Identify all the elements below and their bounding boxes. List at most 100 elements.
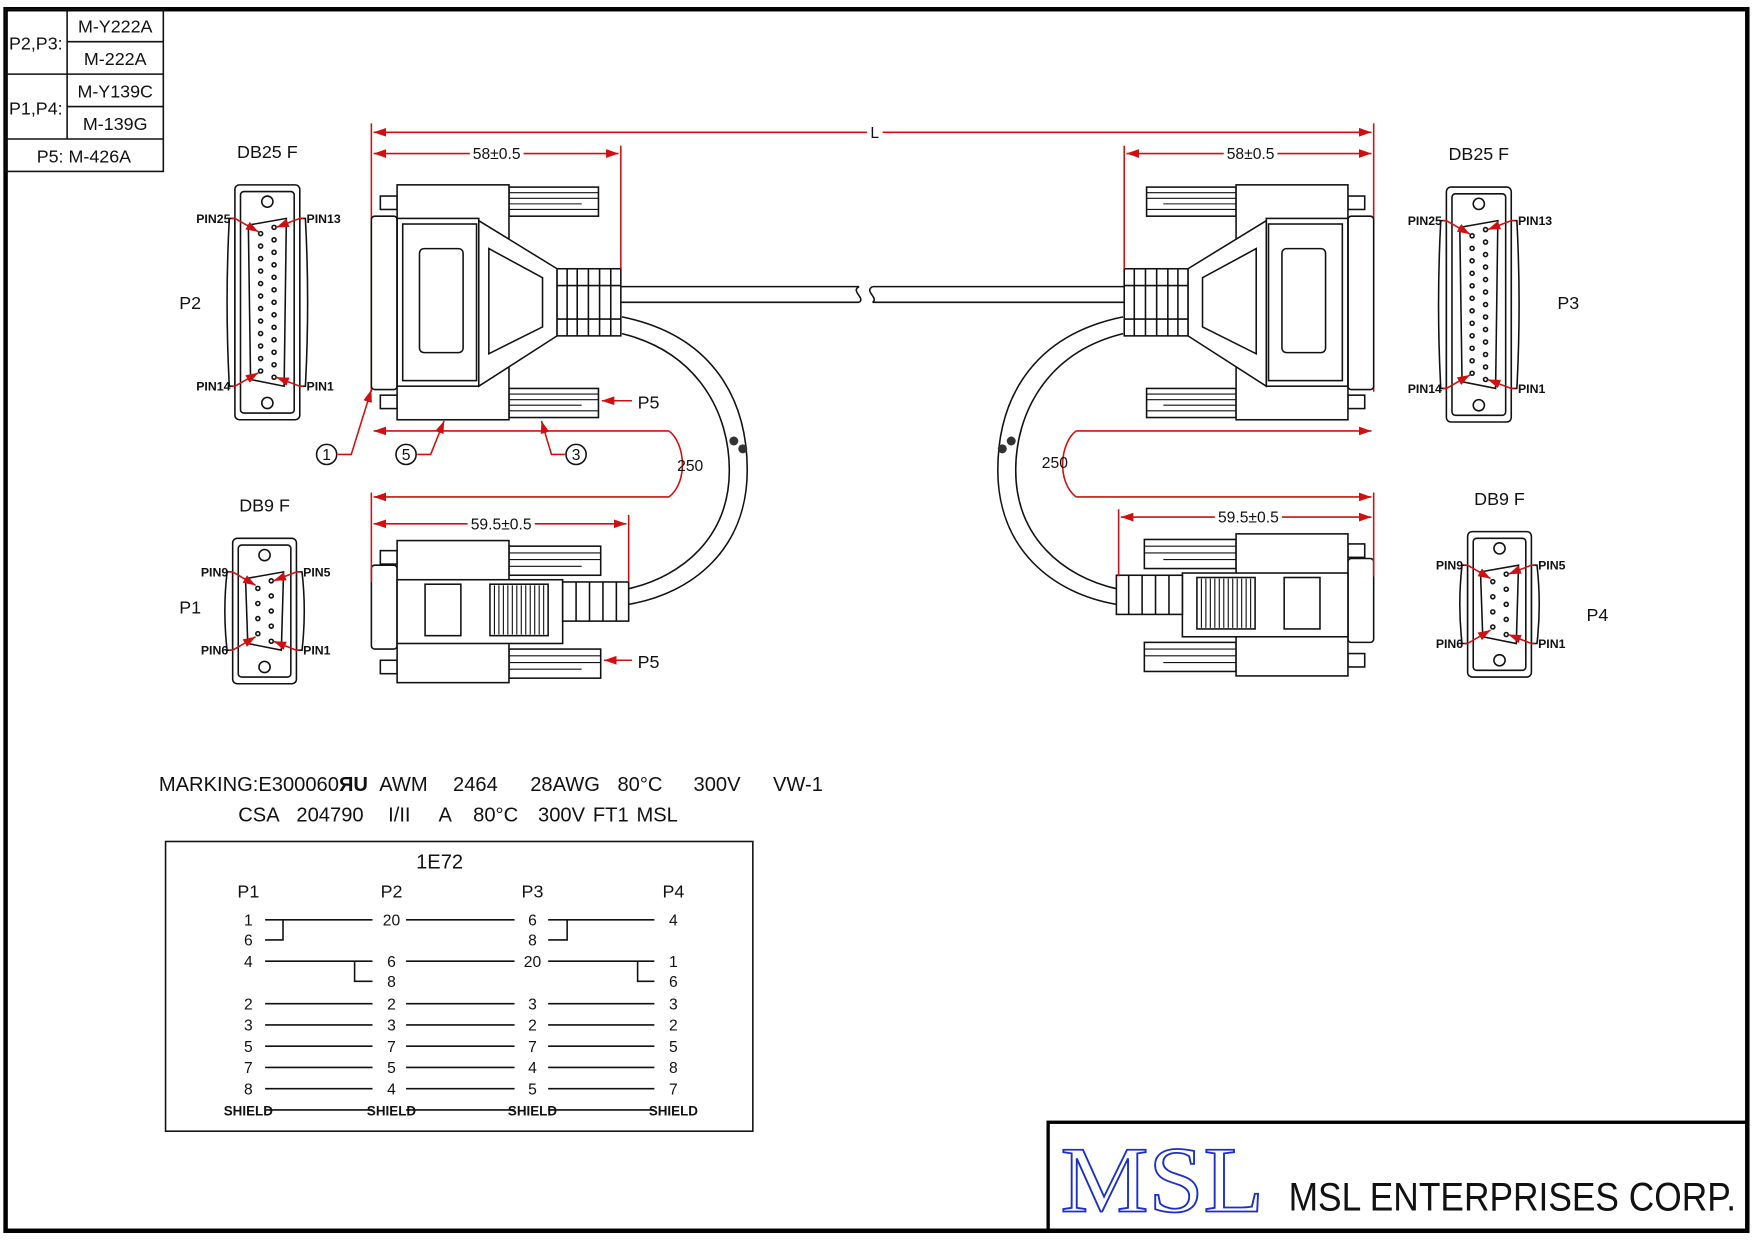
pin (1503, 586, 1510, 593)
shell-side (299, 217, 309, 387)
pin (1482, 251, 1489, 258)
pin (1482, 364, 1489, 370)
pin (271, 249, 277, 256)
shell-side (1437, 219, 1448, 390)
pin-label: PIN1 (303, 644, 330, 658)
pin (271, 224, 277, 231)
pin-label: PIN6 (1436, 637, 1463, 651)
part-number: M-Y222A (78, 17, 153, 37)
pin-leader (273, 640, 300, 651)
wiring-title: 1E72 (416, 851, 463, 873)
pin (271, 299, 277, 306)
callout-number: 5 (402, 447, 411, 464)
pin (1503, 601, 1510, 608)
pin (255, 630, 261, 637)
marking-token: 80°C (473, 804, 518, 826)
wiring-header: P3 (522, 881, 544, 901)
wiring-pin: 20 (524, 954, 542, 971)
pin-label: PIN13 (307, 212, 341, 226)
pin (1469, 370, 1475, 377)
marking-token: VW-1 (773, 774, 823, 796)
shell-side (1459, 564, 1469, 645)
pin (1469, 357, 1475, 364)
pin-leader (1443, 374, 1471, 390)
marking-token: MARKING:E300060 (159, 774, 339, 796)
pin (257, 343, 264, 349)
shell-side (1510, 219, 1520, 390)
pin (1490, 593, 1496, 600)
wiring-pin: 2 (387, 996, 396, 1013)
title-block: MSL MSL ENTERPRISES CORP. (1046, 1120, 1749, 1234)
dimension-db25-right: 58±0.5 (1123, 143, 1372, 269)
mount-hole (1472, 197, 1486, 211)
shell-side (226, 217, 236, 387)
wiring-jumpers (265, 919, 655, 983)
pin (1490, 578, 1496, 585)
connector-name: P4 (1586, 605, 1608, 625)
d-sub-shell (244, 570, 285, 652)
pin-label: PIN1 (307, 380, 334, 394)
mount-hole (1493, 542, 1506, 555)
callout-1: 1 (315, 389, 373, 466)
flange (234, 184, 301, 421)
p5-label: P5 (638, 393, 660, 413)
wiring-pin: 6 (669, 974, 678, 991)
pin (1482, 376, 1489, 383)
flange-inner (239, 190, 295, 414)
pin (1503, 571, 1510, 577)
wiring-header: P1 (237, 881, 259, 901)
wiring-pin: SHIELD (649, 1104, 698, 1119)
marking-token: 204790 (296, 804, 363, 826)
callout-3: 3 (540, 420, 587, 466)
marking-token: 28AWG (530, 774, 600, 796)
wiring-pin: SHIELD (224, 1104, 273, 1119)
wiring-pin: 7 (669, 1081, 678, 1098)
part-number-p5: P5: M-426A (37, 146, 131, 166)
pin (271, 336, 277, 343)
wiring-pin: 7 (244, 1060, 253, 1077)
wiring-pin: 4 (528, 1060, 537, 1077)
marking-token: 300V (694, 774, 742, 796)
shell-side (295, 571, 306, 651)
pin-leader (231, 217, 259, 233)
flange-inner (237, 544, 292, 678)
wiring-header: P2 (381, 881, 403, 901)
pin (1482, 239, 1489, 245)
mount-hole (1493, 653, 1506, 667)
wiring-pin: 2 (244, 996, 253, 1013)
dimension-db9-left: 59.5±0.5 (370, 492, 630, 582)
pin (1482, 289, 1489, 295)
pin (257, 255, 264, 262)
flange-inner (1451, 193, 1507, 417)
mount-hole (258, 660, 271, 674)
pin (1469, 283, 1475, 289)
marking-token: I/II (388, 804, 410, 826)
pin (271, 312, 277, 318)
wiring-pin: SHIELD (508, 1104, 557, 1119)
pin-leader (1508, 564, 1535, 575)
d-sub-shell (1479, 564, 1520, 645)
part-number: M-139G (83, 114, 148, 134)
pin (1482, 326, 1489, 333)
pin-label: PIN1 (1538, 637, 1565, 651)
dimension-label: 59.5±0.5 (471, 516, 532, 533)
part-number: M-Y139C (77, 82, 153, 102)
pin (268, 578, 275, 584)
flange (1445, 186, 1513, 423)
pin (1469, 320, 1475, 327)
company-name: MSL ENTERPRISES CORP. (1289, 1175, 1736, 1220)
dimension-label: L (870, 125, 879, 142)
wiring-header: P4 (662, 881, 684, 901)
pin (257, 318, 264, 324)
wiring-pin: 8 (669, 1060, 678, 1077)
wiring-pin: 6 (528, 912, 537, 929)
marking-token: AWM (379, 774, 427, 796)
shell-side (1530, 564, 1540, 645)
dimension-branch-right: 250 (1042, 455, 1068, 472)
pin (255, 585, 261, 592)
part-number: M-222A (84, 49, 147, 69)
connector-type: DB9 F (1474, 489, 1525, 509)
marking-token: FT1 (593, 804, 629, 826)
pin-leader (1508, 633, 1535, 645)
parts-table: P2,P3: M-Y222A M-222A P1,P4: M-Y139C M-1… (4, 8, 165, 173)
